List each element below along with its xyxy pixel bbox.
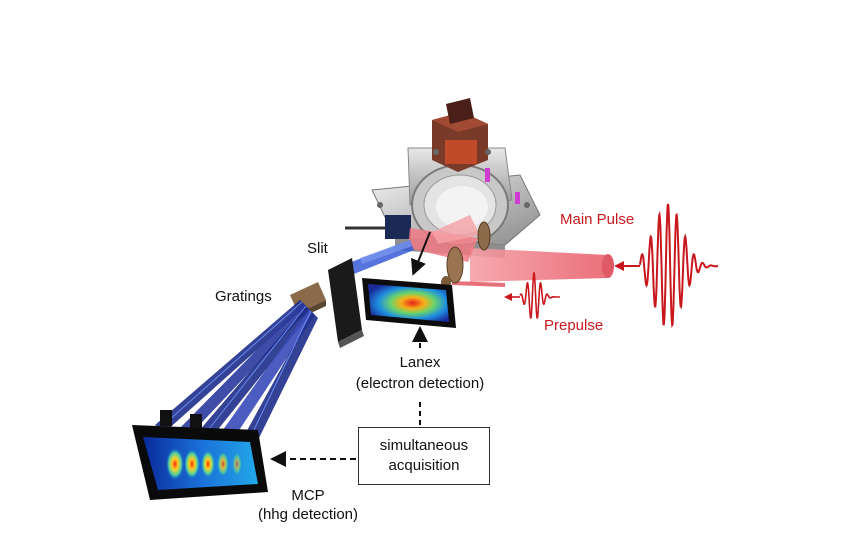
slit bbox=[328, 258, 364, 348]
prepulse-label: Prepulse bbox=[544, 317, 604, 334]
main-pulse-arrow bbox=[614, 261, 640, 271]
lanex-detection-label: (electron detection) bbox=[355, 375, 485, 392]
mcp-detector bbox=[132, 410, 268, 500]
mcp-label: MCP bbox=[291, 487, 325, 504]
simultaneous-acquisition-box: simultaneous acquisition bbox=[358, 427, 490, 485]
lanex-label: Lanex bbox=[399, 354, 441, 371]
target-chamber bbox=[345, 98, 541, 258]
prepulse-arrow bbox=[504, 293, 520, 301]
slit-label: Slit bbox=[307, 240, 328, 257]
main-pulse-label: Main Pulse bbox=[560, 211, 635, 228]
main-pulse-waveform bbox=[639, 203, 718, 329]
mcp-detection-label: (hhg detection) bbox=[257, 506, 359, 523]
gratings-label: Gratings bbox=[215, 288, 272, 305]
prepulse-waveform bbox=[519, 271, 560, 319]
lanex-screen bbox=[362, 278, 456, 328]
electron-arrow bbox=[411, 231, 431, 276]
diffracted-beams bbox=[155, 300, 318, 440]
sim-line-2: acquisition bbox=[388, 457, 460, 474]
sim-line-1: simultaneous bbox=[379, 437, 469, 454]
